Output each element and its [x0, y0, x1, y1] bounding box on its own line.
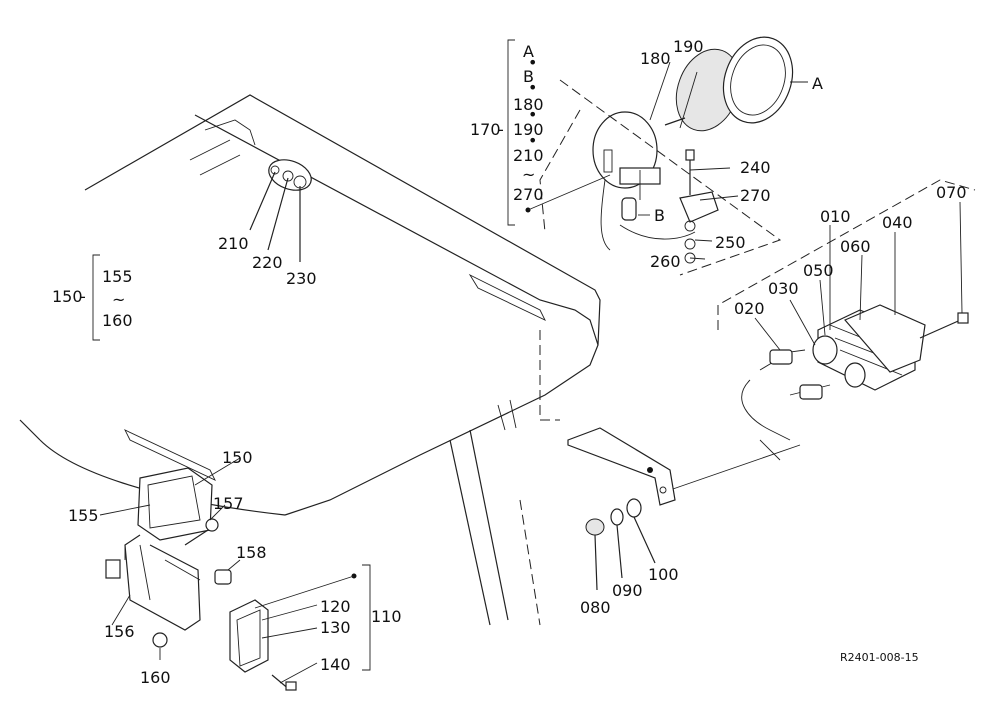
- label-130: 130: [320, 618, 351, 637]
- label-180: 180: [640, 49, 671, 68]
- fender-body: [19, 94, 601, 626]
- label-240: 240: [740, 158, 771, 177]
- label-150a: 150: [52, 287, 83, 306]
- work-light-170: [539, 36, 794, 276]
- label-060: 060: [840, 237, 871, 256]
- label-030: 030: [768, 279, 799, 298]
- label-220: 220: [252, 253, 283, 272]
- label-010: 010: [820, 207, 851, 226]
- label-270a: 270: [513, 185, 544, 204]
- label-100: 100: [648, 565, 679, 584]
- bracket-080: [567, 427, 676, 591]
- label-050: 050: [803, 261, 834, 280]
- label-020: 020: [734, 299, 765, 318]
- label-170-dash: -: [498, 120, 504, 139]
- label-158: 158: [236, 543, 267, 562]
- label-b1: B: [523, 67, 534, 86]
- label-170: 170: [470, 120, 501, 139]
- label-tilde1: ~: [522, 165, 535, 184]
- callout-labels: A • B • 180 • 190 • 210 ~ 270 170 - 180 …: [52, 37, 967, 687]
- mount-plate-210: [249, 159, 312, 262]
- label-dot4: •: [528, 131, 537, 150]
- label-190a: 190: [513, 120, 544, 139]
- label-110: 110: [371, 607, 402, 626]
- leader-lines: [99, 61, 963, 684]
- label-157: 157: [213, 494, 244, 513]
- drawing-code: R2401-008-15: [840, 651, 919, 664]
- label-156: 156: [104, 622, 135, 641]
- label-160a: 160: [102, 311, 133, 330]
- label-155: 155: [68, 506, 99, 525]
- label-040: 040: [882, 213, 913, 232]
- label-b2: B: [654, 206, 665, 225]
- label-140: 140: [320, 655, 351, 674]
- headlight-assembly-010: [669, 179, 976, 491]
- label-070: 070: [936, 183, 967, 202]
- label-270: 270: [740, 186, 771, 205]
- label-080: 080: [580, 598, 611, 617]
- label-dot3: •: [528, 105, 537, 124]
- label-210: 210: [218, 234, 249, 253]
- label-150: 150: [222, 448, 253, 467]
- label-a1: A: [523, 42, 534, 61]
- label-brackets: [92, 39, 515, 671]
- label-090: 090: [612, 581, 643, 600]
- label-155a: 155: [102, 267, 133, 286]
- label-120: 120: [320, 597, 351, 616]
- label-190: 190: [673, 37, 704, 56]
- label-dot2: •: [528, 78, 537, 97]
- label-160: 160: [140, 668, 171, 687]
- label-tilde2: ~: [112, 290, 125, 309]
- label-260: 260: [650, 252, 681, 271]
- label-210a: 210: [513, 146, 544, 165]
- label-180a: 180: [513, 95, 544, 114]
- label-150a-dash: -: [80, 287, 86, 306]
- label-a2: A: [812, 74, 823, 93]
- label-dot1: •: [528, 53, 537, 72]
- work-light-150: [105, 467, 232, 648]
- label-230: 230: [286, 269, 317, 288]
- label-250: 250: [715, 233, 746, 252]
